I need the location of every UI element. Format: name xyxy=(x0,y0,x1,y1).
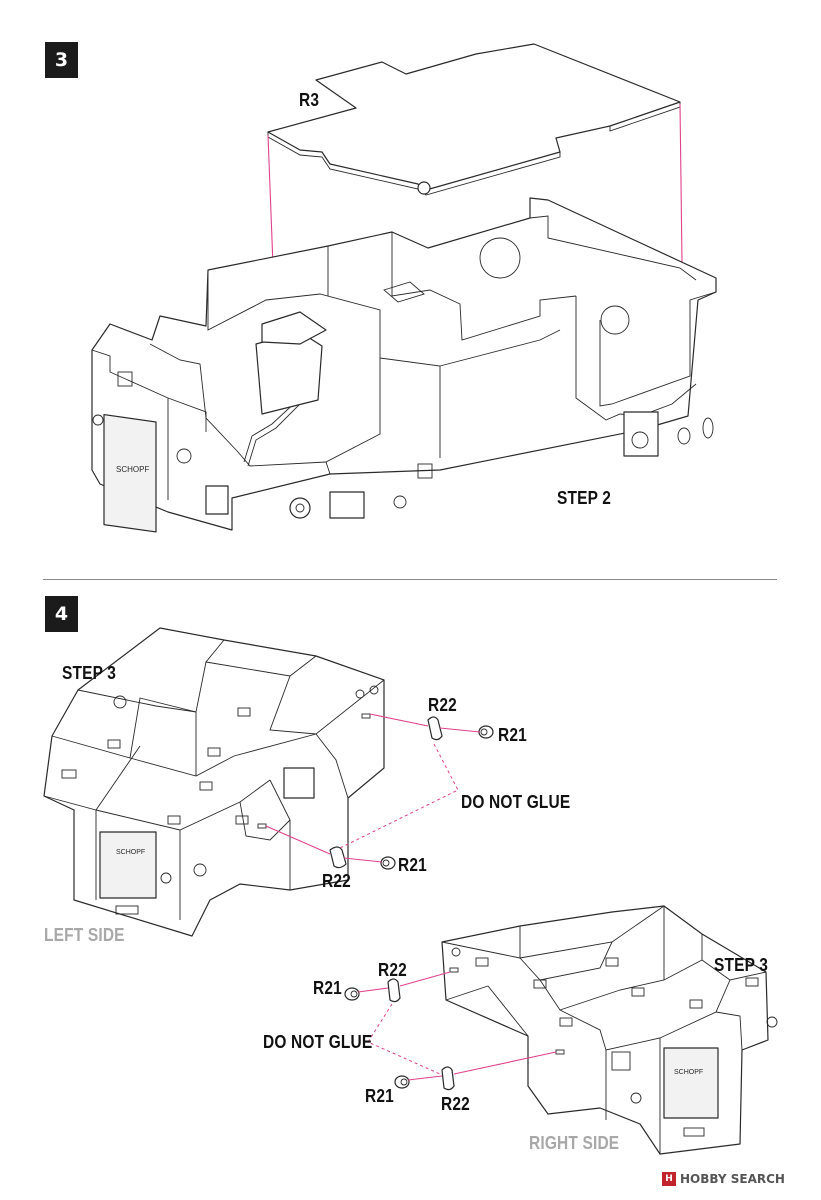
part-r3-floor-panel xyxy=(267,43,681,196)
label-do-not-glue-a: DO NOT GLUE xyxy=(461,792,571,812)
part-r22-right-top xyxy=(387,978,401,1003)
label-left-side: LEFT SIDE xyxy=(44,925,125,945)
label-r22-c: R22 xyxy=(378,960,407,980)
hull-body-step2 xyxy=(91,197,717,533)
part-r21-right-top xyxy=(344,987,360,1001)
brand-decal-right: SCHOPF xyxy=(674,1069,703,1076)
watermark: H HOBBY SEARCH xyxy=(662,1172,785,1186)
step-4-right-illustration: SCHOPF xyxy=(344,905,778,1155)
label-r21-b: R21 xyxy=(398,855,427,875)
brand-decal-left: SCHOPF xyxy=(116,849,145,856)
hull-left-side xyxy=(43,627,385,937)
brand-decal-step3: SCHOPF xyxy=(116,465,149,474)
label-r3: R3 xyxy=(299,90,320,110)
step-4-badge: 4 xyxy=(45,596,78,632)
label-do-not-glue-b: DO NOT GLUE xyxy=(263,1032,373,1052)
label-right-side: RIGHT SIDE xyxy=(529,1133,620,1153)
label-step2: STEP 2 xyxy=(557,488,612,508)
part-r22-right-bottom xyxy=(441,1066,455,1091)
label-r21-a: R21 xyxy=(498,725,527,745)
part-r21-right-bottom xyxy=(394,1075,410,1089)
label-r22-b: R22 xyxy=(322,871,351,891)
label-step3-left: STEP 3 xyxy=(62,663,117,683)
step-3-illustration: SCHOPF xyxy=(91,43,717,533)
part-r22-left-bottom xyxy=(329,846,347,869)
hull-right-side xyxy=(441,905,778,1155)
label-r21-c: R21 xyxy=(313,978,342,998)
label-r22-a: R22 xyxy=(428,695,457,715)
hobby-search-logo-icon: H xyxy=(662,1172,676,1186)
step-4-number: 4 xyxy=(54,603,69,625)
guide-r3-right xyxy=(679,103,683,263)
step-3-badge: 3 xyxy=(45,42,78,78)
label-r22-d: R22 xyxy=(441,1094,470,1114)
step-4-left-illustration: SCHOPF xyxy=(43,627,494,937)
watermark-text: HOBBY SEARCH xyxy=(680,1172,785,1186)
label-r21-d: R21 xyxy=(365,1086,394,1106)
part-r21-left-bottom xyxy=(380,856,396,870)
part-r22-left-top xyxy=(427,716,443,741)
step-3-number: 3 xyxy=(54,49,69,71)
label-step3-right: STEP 3 xyxy=(714,955,769,975)
section-divider xyxy=(43,579,777,580)
